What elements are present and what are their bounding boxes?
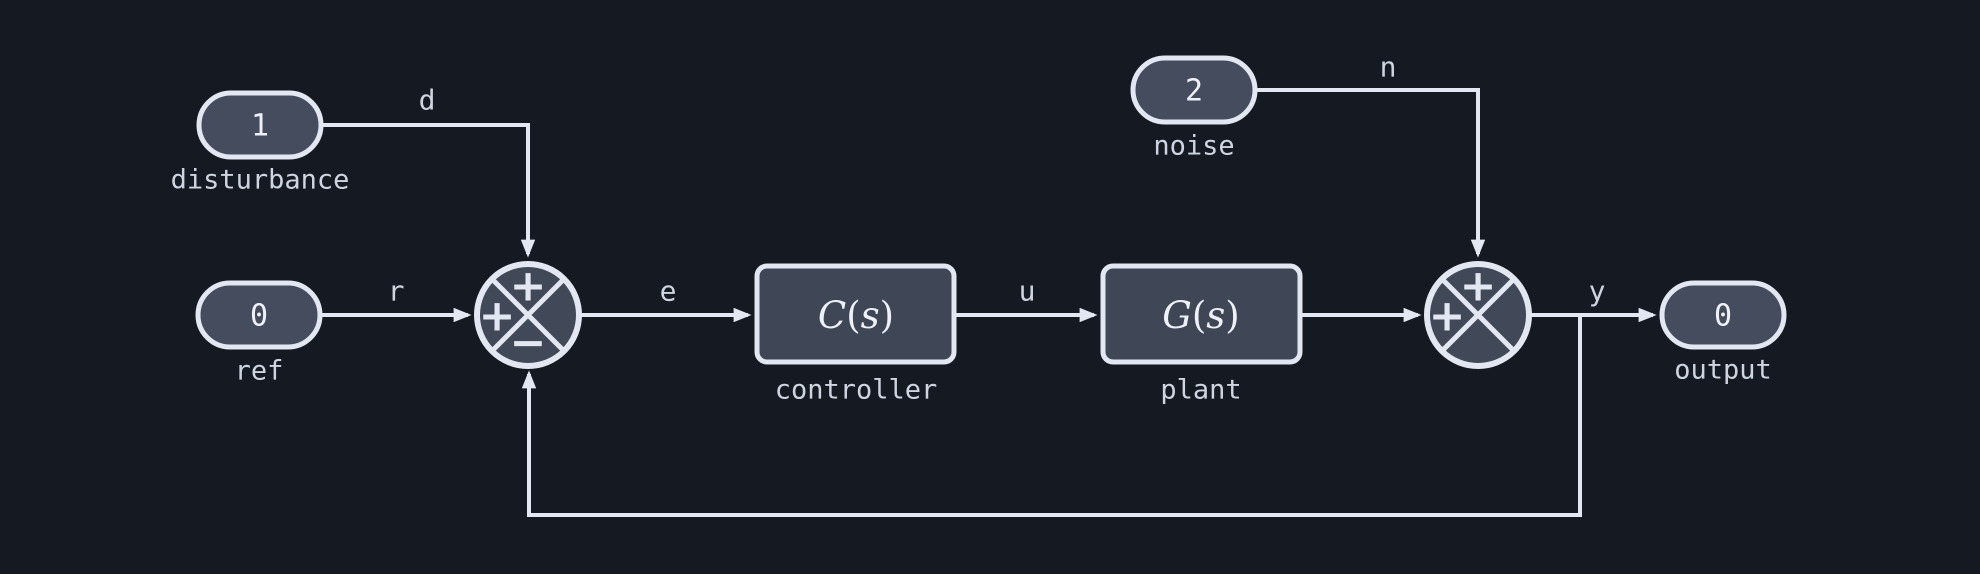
edge-disturbance-to-sum1: [321, 123, 536, 258]
signal-label-r: r: [388, 275, 405, 308]
disturbance-value: 1: [251, 109, 269, 144]
edge-feedback: [521, 315, 1582, 517]
signal-label-u: u: [1019, 275, 1036, 308]
sum1-sign-bottom: −: [510, 318, 547, 369]
node-noise: 2 noise: [1130, 55, 1258, 162]
node-controller: C(s) controller: [754, 263, 957, 406]
plant-title: G(s): [1162, 294, 1239, 337]
ref-label: ref: [235, 356, 284, 387]
noise-label: noise: [1153, 131, 1234, 162]
disturbance-label: disturbance: [171, 165, 350, 196]
summing-junction-2: + +: [1424, 261, 1532, 369]
output-label: output: [1674, 355, 1772, 386]
ref-pill: [195, 280, 323, 350]
signal-label-n: n: [1380, 51, 1397, 84]
node-disturbance: 1 disturbance: [171, 90, 350, 196]
sum1-sign-top: +: [510, 261, 547, 312]
controller-title: C(s): [818, 294, 894, 337]
output-value: 0: [1714, 299, 1732, 334]
sum1-sign-left: +: [479, 291, 516, 342]
plant-label: plant: [1160, 375, 1241, 406]
node-ref: 0 ref: [195, 280, 323, 387]
node-output: 0 output: [1659, 280, 1787, 386]
noise-value: 2: [1185, 74, 1203, 109]
sum1-cross-line: [490, 277, 566, 353]
sum2-sign-top: +: [1460, 261, 1497, 312]
signal-label-d: d: [419, 84, 436, 117]
edge-noise-to-sum2: [1256, 88, 1486, 258]
node-plant: G(s) plant: [1100, 263, 1303, 406]
sum2-sign-left: +: [1429, 291, 1466, 342]
controller-block: [754, 263, 957, 365]
controller-label: controller: [775, 375, 938, 406]
ref-value: 0: [250, 299, 268, 334]
noise-pill: [1130, 55, 1258, 125]
sum2-cross-line: [1440, 277, 1516, 353]
signal-label-y: y: [1589, 275, 1606, 308]
plant-block: [1100, 263, 1303, 365]
summing-junction-1: + + −: [474, 261, 582, 369]
disturbance-pill: [196, 90, 324, 160]
signal-label-e: e: [660, 275, 677, 308]
output-pill: [1659, 280, 1787, 350]
